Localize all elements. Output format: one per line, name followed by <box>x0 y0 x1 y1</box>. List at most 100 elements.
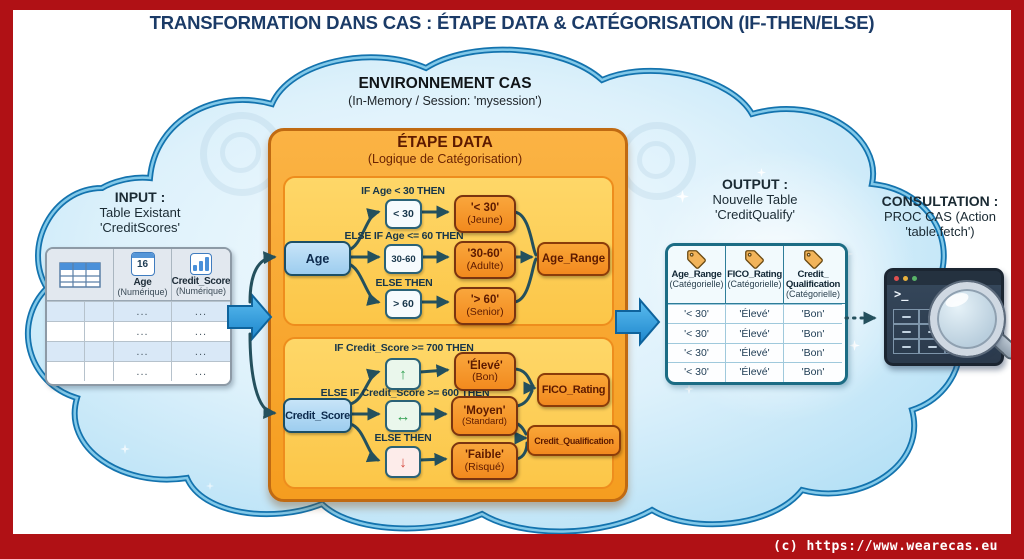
output-table-header: Age_Range (Catégorielle) FICO_Rating (Ca… <box>668 246 845 304</box>
table-cell: 'Bon' <box>783 362 842 382</box>
cloud-subtitle: (In-Memory / Session: 'mysession') <box>348 94 542 108</box>
table-cell: ... <box>171 341 230 361</box>
table-cell: 'Bon' <box>783 323 842 343</box>
page-title: TRANSFORMATION DANS CAS : ÉTAPE DATA & C… <box>149 12 875 33</box>
table-cell <box>47 341 84 361</box>
tag-icon <box>803 250 823 269</box>
column-name: Credit_Score <box>171 275 231 287</box>
consultation-heading: CONSULTATION : <box>881 193 999 209</box>
table-cell <box>84 301 113 321</box>
consultation-line3: 'table.fetch') <box>905 224 975 239</box>
input-col-credit-score: Credit_Score (Numérique) <box>171 249 230 300</box>
table-cell: 'Élevé' <box>725 323 783 343</box>
table-cell: ... <box>113 361 171 381</box>
sparkle-icon <box>206 482 214 490</box>
table-cell <box>84 321 113 341</box>
table-cell: ... <box>113 301 171 321</box>
table-cell: '< 30' <box>668 323 725 342</box>
input-col-age: 16 Age (Numérique) <box>113 249 171 300</box>
input-table-name: 'CreditScores' <box>99 220 181 235</box>
sparkle-icon <box>120 444 130 454</box>
input-table-body: ...... ...... ...... ...... <box>47 301 230 381</box>
arrow-up-icon: ↑ <box>385 358 421 390</box>
terminal-prompt: >_ <box>894 287 909 301</box>
node-result-eleve: 'Élevé' (Bon) <box>454 352 516 391</box>
data-step-title: ÉTAPE DATA <box>397 134 493 151</box>
column-type: (Numérique) <box>175 285 226 296</box>
terminal-titlebar <box>887 271 1001 285</box>
condition-label: ELSE IF Age <= 60 THEN <box>344 230 464 242</box>
node-test-30-60: 30-60 <box>384 244 423 274</box>
node-result-moyen: 'Moyen' (Standard) <box>451 396 518 436</box>
node-age-source: Age <box>284 241 351 276</box>
data-step-subtitle: (Logique de Catégorisation) <box>367 152 523 166</box>
green-dot-icon <box>912 275 917 281</box>
column-name2: Qualification <box>785 279 841 291</box>
table-cell: '< 30' <box>668 342 725 362</box>
input-heading: INPUT : <box>114 189 166 205</box>
column-name: Age <box>133 276 152 288</box>
output-table: Age_Range (Catégorielle) FICO_Rating (Ca… <box>665 243 848 385</box>
table-cell: 'Élevé' <box>725 342 783 363</box>
red-dot-icon <box>894 275 899 281</box>
table-cell <box>84 341 113 361</box>
node-credit-qualification: Credit_Qualification <box>527 425 621 456</box>
output-col-credit-qualification: Credit_ Qualification (Catégorielle) <box>783 246 842 303</box>
table-cell: 'Bon' <box>783 304 842 324</box>
sparkle-icon <box>849 340 860 351</box>
consultation-line2: PROC CAS (Action <box>884 209 996 224</box>
input-table: 16 Age (Numérique) Credit_Score (Numériq… <box>45 247 232 386</box>
table-cell: ... <box>113 341 171 361</box>
column-type: (Catégorielle) <box>669 279 724 290</box>
node-result-adulte: '30-60' (Adulte) <box>454 241 516 279</box>
node-result-jeune: '< 30' (Jeune) <box>454 195 516 233</box>
output-subheading: Nouvelle Table <box>712 192 798 207</box>
table-cell: ... <box>113 321 171 341</box>
table-cell: 'Élevé' <box>725 304 783 324</box>
input-heading-block: INPUT : Table Existant 'CreditScores' <box>50 189 230 235</box>
bar-chart-icon <box>190 252 212 275</box>
table-cell <box>47 321 84 341</box>
arrow-left-right-icon: ↔ <box>385 400 421 432</box>
arrow-down-icon: ↓ <box>385 446 421 478</box>
sparkle-icon <box>757 168 766 177</box>
column-name: FICO_Rating <box>727 269 782 280</box>
output-heading-block: OUTPUT : Nouvelle Table 'CreditQualify' <box>665 176 845 222</box>
table-cell: 'Bon' <box>783 342 842 363</box>
footer-bar: (c) https://www.wearecas.eu <box>0 534 1024 559</box>
column-type: (Numérique) <box>117 286 168 297</box>
column-name: Age_Range <box>671 269 722 280</box>
column-type: (Catégorielle) <box>727 279 782 290</box>
column-type: (Catégorielle) <box>785 289 841 300</box>
output-col-age-range: Age_Range (Catégorielle) <box>668 246 725 303</box>
calendar-icon: 16 <box>130 251 155 276</box>
copyright-url[interactable]: (c) https://www.wearecas.eu <box>773 539 998 554</box>
table-cell: '< 30' <box>668 362 725 381</box>
node-fico-rating: FICO_Rating <box>537 373 610 407</box>
input-col-rowid <box>47 249 113 300</box>
output-table-body: '< 30''Élevé''Bon' '< 30''Élevé''Bon' '<… <box>668 304 845 382</box>
output-table-name: 'CreditQualify' <box>714 207 796 222</box>
frame-left <box>0 0 13 559</box>
frame-right <box>1011 0 1024 559</box>
condition-label: IF Credit_Score >= 700 THEN <box>334 342 474 354</box>
table-cell: ... <box>171 321 230 341</box>
frame-top <box>0 0 1024 10</box>
table-cell <box>47 361 84 381</box>
tag-icon <box>745 250 764 269</box>
condition-label: IF Age < 30 THEN <box>361 185 445 197</box>
yellow-dot-icon <box>903 275 908 281</box>
table-cell: ... <box>171 361 230 381</box>
magnifier-icon <box>928 280 1006 358</box>
node-age-range: Age_Range <box>537 242 610 276</box>
cloud-title: ENVIRONNEMENT CAS <box>358 75 532 92</box>
output-col-fico-rating: FICO_Rating (Catégorielle) <box>725 246 783 303</box>
column-name: Credit_ <box>797 269 829 280</box>
condition-label: ELSE THEN <box>375 277 433 289</box>
table-cell: ... <box>171 301 230 321</box>
tag-icon <box>687 250 706 269</box>
table-cell <box>84 361 113 381</box>
consultation-heading-block: CONSULTATION : PROC CAS (Action 'table.f… <box>860 193 1020 239</box>
condition-label: ELSE THEN <box>374 432 432 444</box>
